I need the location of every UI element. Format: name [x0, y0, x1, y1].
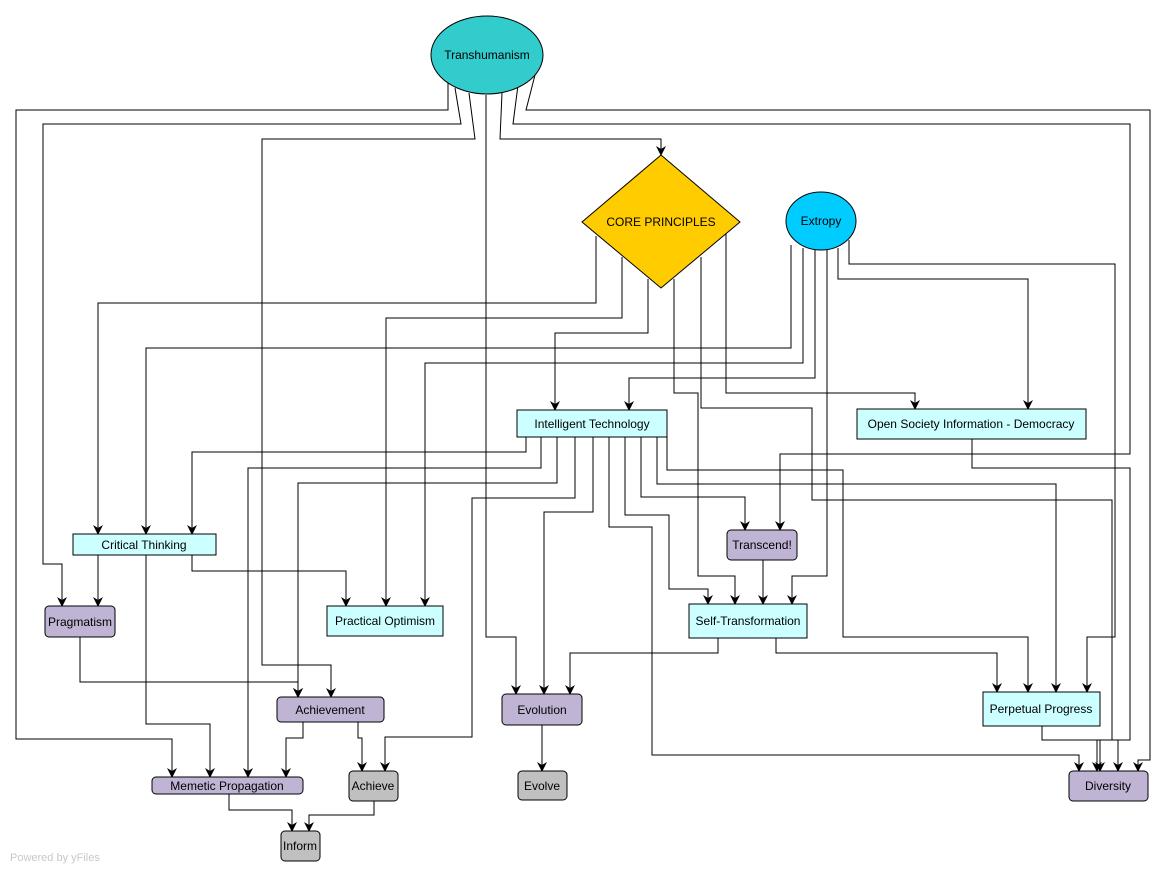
- edge-extropy-selftrans: [787, 250, 828, 605]
- edge-extropy-opensociety: [837, 248, 1033, 410]
- node-memetic-propagation-label: Memetic Propagation: [170, 779, 283, 793]
- edge-extropy-inteltech: [624, 250, 816, 411]
- node-achieve-label: Achieve: [352, 779, 395, 793]
- edge-inteltech-achievement: [293, 437, 558, 698]
- edge-transhumanism-pragmatism: [42, 87, 462, 607]
- edge-achievement-achieve: [357, 722, 367, 772]
- watermark-text: Powered by yFiles: [10, 852, 100, 864]
- node-core-principles[interactable]: CORE PRINCIPLES: [581, 154, 741, 289]
- node-transcend[interactable]: Transcend!: [726, 529, 798, 561]
- node-critical-thinking-label: Critical Thinking: [101, 538, 186, 552]
- node-transhumanism-label: Transhumanism: [444, 48, 530, 62]
- edge-achieve-inform: [304, 801, 375, 832]
- edge-core-inteltech: [550, 279, 649, 411]
- edge-extropy-optimism: [420, 248, 804, 607]
- edge-transhumanism-core: [499, 92, 666, 156]
- edge-inteltech-selftrans: [624, 437, 713, 605]
- node-evolve-label: Evolve: [524, 779, 560, 793]
- edges: [15, 74, 1151, 832]
- edge-inteltech-evolution: [539, 437, 594, 695]
- edge-selftrans-evolution: [565, 638, 719, 695]
- node-perpetual-progress[interactable]: Perpetual Progress: [982, 691, 1101, 727]
- node-diversity-label: Diversity: [1085, 779, 1131, 793]
- node-achieve[interactable]: Achieve: [348, 770, 399, 802]
- edge-selftrans-perpetual: [775, 638, 1002, 693]
- edge-inteltech-transcend: [640, 437, 750, 531]
- edge-transhumanism-evolution: [485, 95, 521, 695]
- node-diversity[interactable]: Diversity: [1068, 770, 1149, 802]
- edge-core-critical: [93, 236, 597, 535]
- edge-transhumanism-transcend: [512, 84, 1131, 531]
- node-evolution-label: Evolution: [517, 703, 566, 717]
- node-practical-optimism[interactable]: Practical Optimism: [326, 605, 444, 637]
- node-self-transformation-label: Self-Transformation: [696, 614, 801, 628]
- node-self-transformation[interactable]: Self-Transformation: [688, 603, 808, 639]
- edge-inteltech-memetic: [243, 437, 542, 778]
- nodes: Transhumanism CORE PRINCIPLES Extropy In…: [44, 15, 1149, 862]
- edge-inteltech-perpetual: [656, 437, 1061, 693]
- edge-extropy-critical: [141, 245, 792, 535]
- edge-critical-optimism: [191, 555, 351, 607]
- edge-memetic-inform: [228, 794, 297, 832]
- node-evolution[interactable]: Evolution: [501, 693, 583, 726]
- edge-achievement-memetic: [281, 722, 304, 778]
- node-intelligent-technology-label: Intelligent Technology: [534, 417, 649, 431]
- node-perpetual-progress-label: Perpetual Progress: [990, 702, 1093, 716]
- edge-core-optimism: [381, 257, 623, 607]
- edge-inteltech-perpetual-2: [666, 424, 1033, 693]
- edge-extropy-perpetual: [848, 240, 1116, 693]
- node-practical-optimism-label: Practical Optimism: [335, 614, 435, 628]
- node-achievement-label: Achievement: [295, 703, 365, 717]
- edge-opensociety-diversity: [971, 439, 1131, 772]
- edge-transhumanism-achievement: [261, 92, 476, 698]
- node-pragmatism[interactable]: Pragmatism: [44, 605, 116, 638]
- node-extropy-label: Extropy: [801, 214, 842, 228]
- edge-inteltech-achieve: [380, 437, 576, 772]
- edge-inteltech-critical: [187, 437, 527, 535]
- edge-inteltech-diversity: [608, 437, 1084, 772]
- edge-core-opensociety: [725, 234, 920, 410]
- node-pragmatism-label: Pragmatism: [48, 615, 112, 629]
- node-open-society-label: Open Society Information - Democracy: [868, 417, 1075, 431]
- node-transhumanism[interactable]: Transhumanism: [430, 15, 544, 95]
- node-evolve[interactable]: Evolve: [517, 770, 568, 801]
- node-critical-thinking[interactable]: Critical Thinking: [72, 533, 217, 556]
- node-extropy[interactable]: Extropy: [785, 191, 857, 251]
- node-inform[interactable]: Inform: [280, 830, 321, 862]
- node-achievement[interactable]: Achievement: [276, 696, 385, 723]
- node-core-principles-label: CORE PRINCIPLES: [606, 215, 715, 229]
- edge-perpetual-diversity: [1041, 726, 1105, 772]
- node-inform-label: Inform: [283, 839, 317, 853]
- node-transcend-label: Transcend!: [732, 538, 792, 552]
- node-memetic-propagation[interactable]: Memetic Propagation: [151, 776, 304, 795]
- node-open-society[interactable]: Open Society Information - Democracy: [856, 408, 1087, 440]
- edge-critical-memetic: [145, 555, 215, 778]
- edge-transhumanism-memetic: [15, 79, 449, 778]
- node-intelligent-technology[interactable]: Intelligent Technology: [516, 409, 668, 438]
- edge-pragmatism-achievement: [79, 637, 303, 698]
- edge-transhumanism-diversity: [525, 74, 1151, 772]
